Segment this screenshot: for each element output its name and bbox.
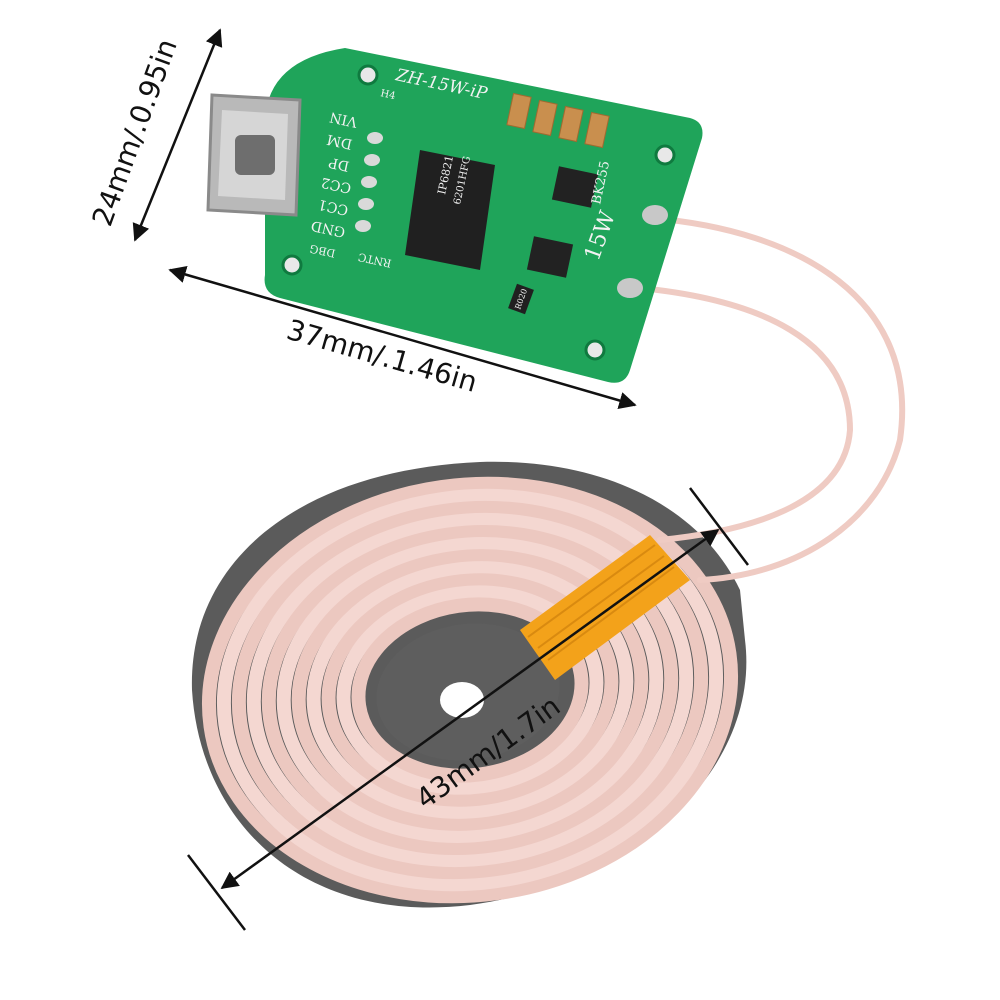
smd-capacitors xyxy=(506,92,610,149)
controller-chip: IP6821 6201HFG xyxy=(405,150,495,270)
pin-labels: VIN DM DP CC2 CC1 GND DBG xyxy=(309,108,360,259)
pin-pads xyxy=(355,132,383,232)
wireless-charging-coil xyxy=(191,461,747,908)
lead-wires xyxy=(637,215,905,583)
height-dimension-label: 24mm/.0.95in xyxy=(86,35,184,231)
mounting-hole xyxy=(584,339,606,361)
pin-label-cc1: CC1 xyxy=(317,196,350,218)
pin-label-dp: DP xyxy=(327,154,351,174)
mounting-hole xyxy=(654,144,676,166)
pin-label-dm: DM xyxy=(326,131,354,152)
pcb-board: IP6821 6201HFG ZH-15W-iP 15W BK255 xyxy=(206,48,703,383)
height-dimension: 24mm/.0.95in xyxy=(86,28,223,242)
pin-label-cc2: CC2 xyxy=(320,174,353,196)
mounting-hole xyxy=(357,64,379,86)
pin-label-dbg: DBG xyxy=(309,242,337,260)
diode-label: H4 xyxy=(379,88,396,102)
solder-joint xyxy=(642,205,668,225)
mounting-hole xyxy=(281,254,303,276)
pin-label-gnd: GND xyxy=(310,217,347,240)
center-hole xyxy=(440,682,484,718)
mosfet xyxy=(551,166,599,208)
usb-c-connector xyxy=(206,93,302,217)
solder-joint xyxy=(617,278,643,298)
pin-label-vin: VIN xyxy=(328,108,360,130)
